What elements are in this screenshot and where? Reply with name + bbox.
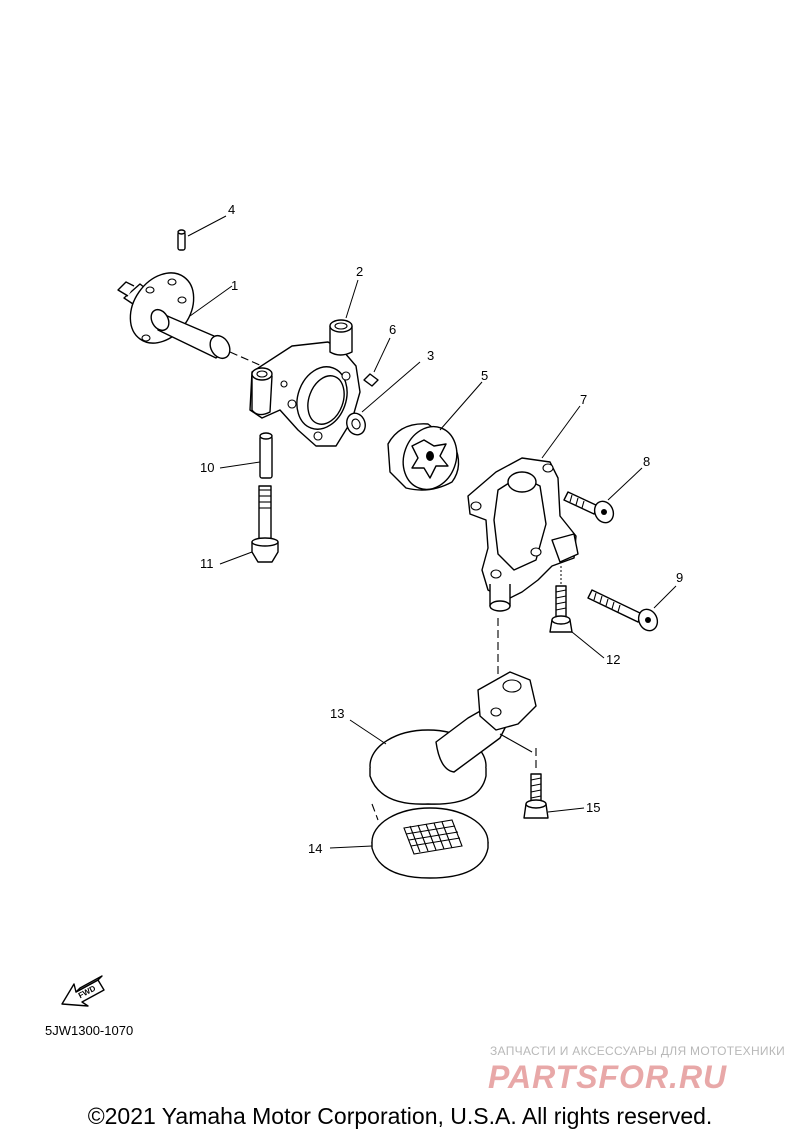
- part-9-bolt: [587, 589, 659, 632]
- callout-6: 6: [389, 322, 396, 337]
- callout-4: 4: [228, 202, 235, 217]
- callout-5: 5: [481, 368, 488, 383]
- callout-labels: 4 1 2 6 3 5 7 8 9 10 11 12 13 14 15: [200, 202, 683, 856]
- part-2-pump-housing: [249, 319, 361, 447]
- callout-7: 7: [580, 392, 587, 407]
- part-11-bolt: [251, 485, 279, 563]
- part-14-strainer-screen: [371, 803, 489, 879]
- part-12-bolt: [549, 566, 573, 633]
- part-5-rotor: [387, 423, 460, 491]
- part-6-dowel: [363, 373, 379, 387]
- callout-2: 2: [356, 264, 363, 279]
- part-1-shaft: [117, 272, 263, 367]
- callout-9: 9: [676, 570, 683, 585]
- part-8-bolt: [563, 491, 615, 524]
- mesh-icon: [403, 819, 463, 855]
- watermark-logo: PARTSFOR.RU: [488, 1059, 727, 1095]
- callout-11: 11: [200, 556, 214, 571]
- part-3-washer: [346, 412, 366, 436]
- callout-3: 3: [427, 348, 434, 363]
- callout-12: 12: [606, 652, 620, 667]
- part-10-dowel: [259, 432, 273, 479]
- leader-lines: [187, 215, 677, 849]
- part-4-pin: [177, 229, 186, 251]
- part-7-pump-cover: [467, 457, 579, 612]
- watermark-logo-text: PARTSFOR.RU: [488, 1059, 727, 1095]
- watermark-tagline: ЗАПЧАСТИ И АКСЕССУАРЫ ДЛЯ МОТОТЕХНИКИ: [490, 1044, 786, 1058]
- diagram-code: 5JW1300-1070: [45, 1023, 134, 1038]
- callout-10: 10: [200, 460, 214, 475]
- callout-14: 14: [308, 841, 322, 856]
- callout-15: 15: [586, 800, 600, 815]
- part-15-bolt: [523, 748, 549, 819]
- callout-1: 1: [231, 278, 238, 293]
- callout-13: 13: [330, 706, 344, 721]
- callout-8: 8: [643, 454, 650, 469]
- copyright-footer: ©2021 Yamaha Motor Corporation, U.S.A. A…: [87, 1103, 713, 1129]
- part-13-strainer-housing: [369, 671, 537, 805]
- fwd-arrow-icon: FWD: [61, 975, 105, 1007]
